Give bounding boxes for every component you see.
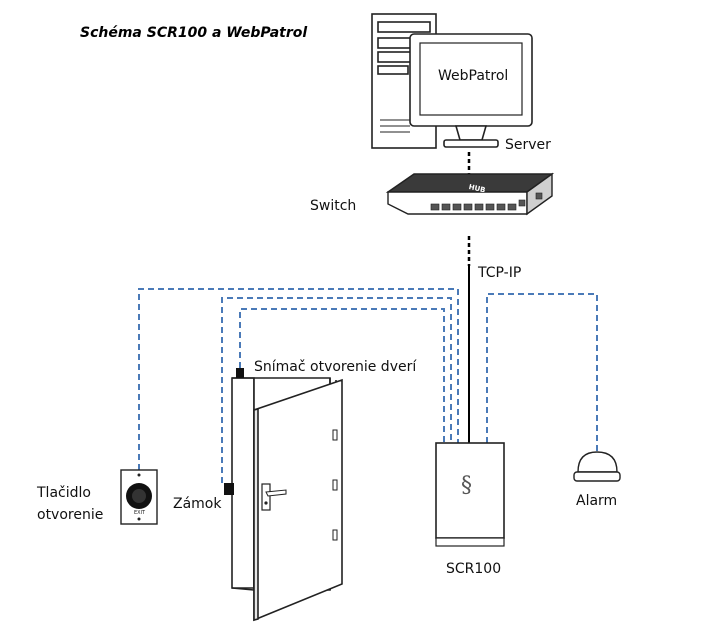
hub-device-text: HUB <box>468 183 486 194</box>
door-sensor-label: Snímač otvorenie dverí <box>254 359 417 375</box>
switch-label: Switch <box>310 198 356 214</box>
exit-button-label-line1: Tlačidlo <box>36 485 91 501</box>
server-label: Server <box>505 137 551 153</box>
lock-wire <box>221 297 452 483</box>
door-sensor-icon <box>236 368 244 378</box>
exit-button-icon <box>120 469 158 525</box>
alarm-siren-icon <box>573 451 621 482</box>
door-icon <box>231 377 343 622</box>
alarm-label: Alarm <box>576 493 617 509</box>
lock-label: Zámok <box>173 496 222 512</box>
diagram-title: Schéma SCR100 a WebPatrol <box>80 25 307 41</box>
reader-wave-glyph: § <box>461 473 472 498</box>
door-sensor-wire <box>239 308 445 443</box>
monitor-icon <box>409 33 533 148</box>
card-reader-icon <box>435 442 505 547</box>
exit-button-plate-text: EXIT <box>134 510 146 516</box>
lock-icon <box>224 483 234 495</box>
exit-button-label-line2: otvorenie <box>37 507 103 523</box>
hub-switch-icon <box>385 172 555 216</box>
tcp-ip-label: TCP-IP <box>477 265 521 281</box>
alarm-wire <box>486 293 598 452</box>
monitor-screen-label: WebPatrol <box>438 68 508 84</box>
reader-label: SCR100 <box>446 561 501 577</box>
exit-button-wire <box>138 288 459 470</box>
